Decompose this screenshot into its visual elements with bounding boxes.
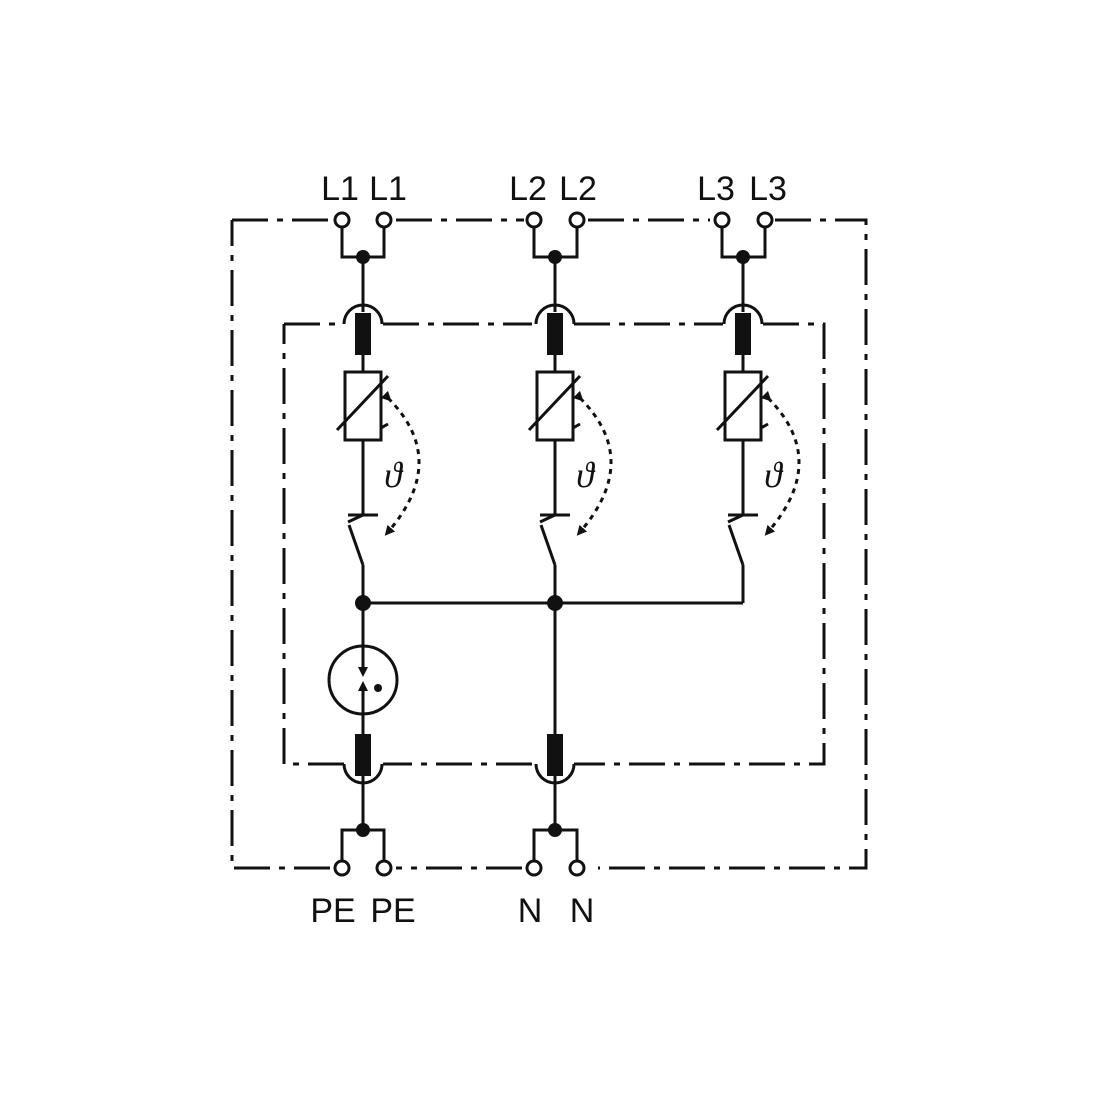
varistor-l3 bbox=[715, 370, 770, 442]
label-l1-a: L1 bbox=[321, 170, 359, 208]
inner-module-enclosure bbox=[282, 322, 826, 766]
terminal-l1 bbox=[333, 211, 393, 264]
terminal-l3 bbox=[713, 211, 774, 264]
branch-l2: ϑ bbox=[527, 257, 613, 603]
fuse-l1 bbox=[355, 313, 371, 355]
disconnector-switch-l1 bbox=[347, 513, 378, 566]
terminal-n bbox=[525, 823, 586, 877]
terminal-l2 bbox=[525, 211, 586, 264]
thermal-symbol-l2: ϑ bbox=[576, 455, 596, 495]
thermal-symbol-l3: ϑ bbox=[764, 455, 784, 495]
fuse-l3 bbox=[735, 313, 751, 355]
varistor-l2 bbox=[527, 370, 582, 442]
top-labels: L1 L1 L2 L2 L3 L3 bbox=[321, 170, 787, 208]
label-l2-a: L2 bbox=[509, 170, 547, 208]
gas-discharge-tube bbox=[327, 644, 399, 720]
branch-l1: ϑ bbox=[335, 257, 421, 603]
disconnector-switch-l2 bbox=[539, 513, 570, 566]
fuse-l2 bbox=[547, 313, 563, 355]
thermal-coupling-l2: ϑ bbox=[572, 390, 613, 536]
n-path bbox=[525, 603, 586, 877]
label-l3-b: L3 bbox=[749, 170, 787, 208]
bottom-labels: PE PE N N bbox=[310, 892, 594, 930]
fuse-n bbox=[547, 734, 563, 776]
thermal-coupling-l3: ϑ bbox=[760, 390, 801, 536]
label-pe-a: PE bbox=[310, 892, 355, 930]
label-l2-b: L2 bbox=[559, 170, 597, 208]
label-l3-a: L3 bbox=[697, 170, 735, 208]
thermal-symbol-l1: ϑ bbox=[384, 455, 404, 495]
disconnector-switch-l3 bbox=[727, 513, 758, 566]
label-pe-b: PE bbox=[370, 892, 415, 930]
pe-path bbox=[327, 603, 399, 877]
terminal-pe bbox=[333, 823, 393, 877]
label-l1-b: L1 bbox=[369, 170, 407, 208]
thermal-coupling-l1: ϑ bbox=[380, 390, 421, 536]
outer-enclosure bbox=[230, 218, 868, 870]
fuse-pe bbox=[355, 734, 371, 776]
common-bus bbox=[355, 595, 743, 611]
varistor-l1 bbox=[335, 370, 390, 442]
label-n-b: N bbox=[570, 892, 595, 930]
label-n-a: N bbox=[518, 892, 543, 930]
branch-l3: ϑ bbox=[715, 257, 801, 603]
